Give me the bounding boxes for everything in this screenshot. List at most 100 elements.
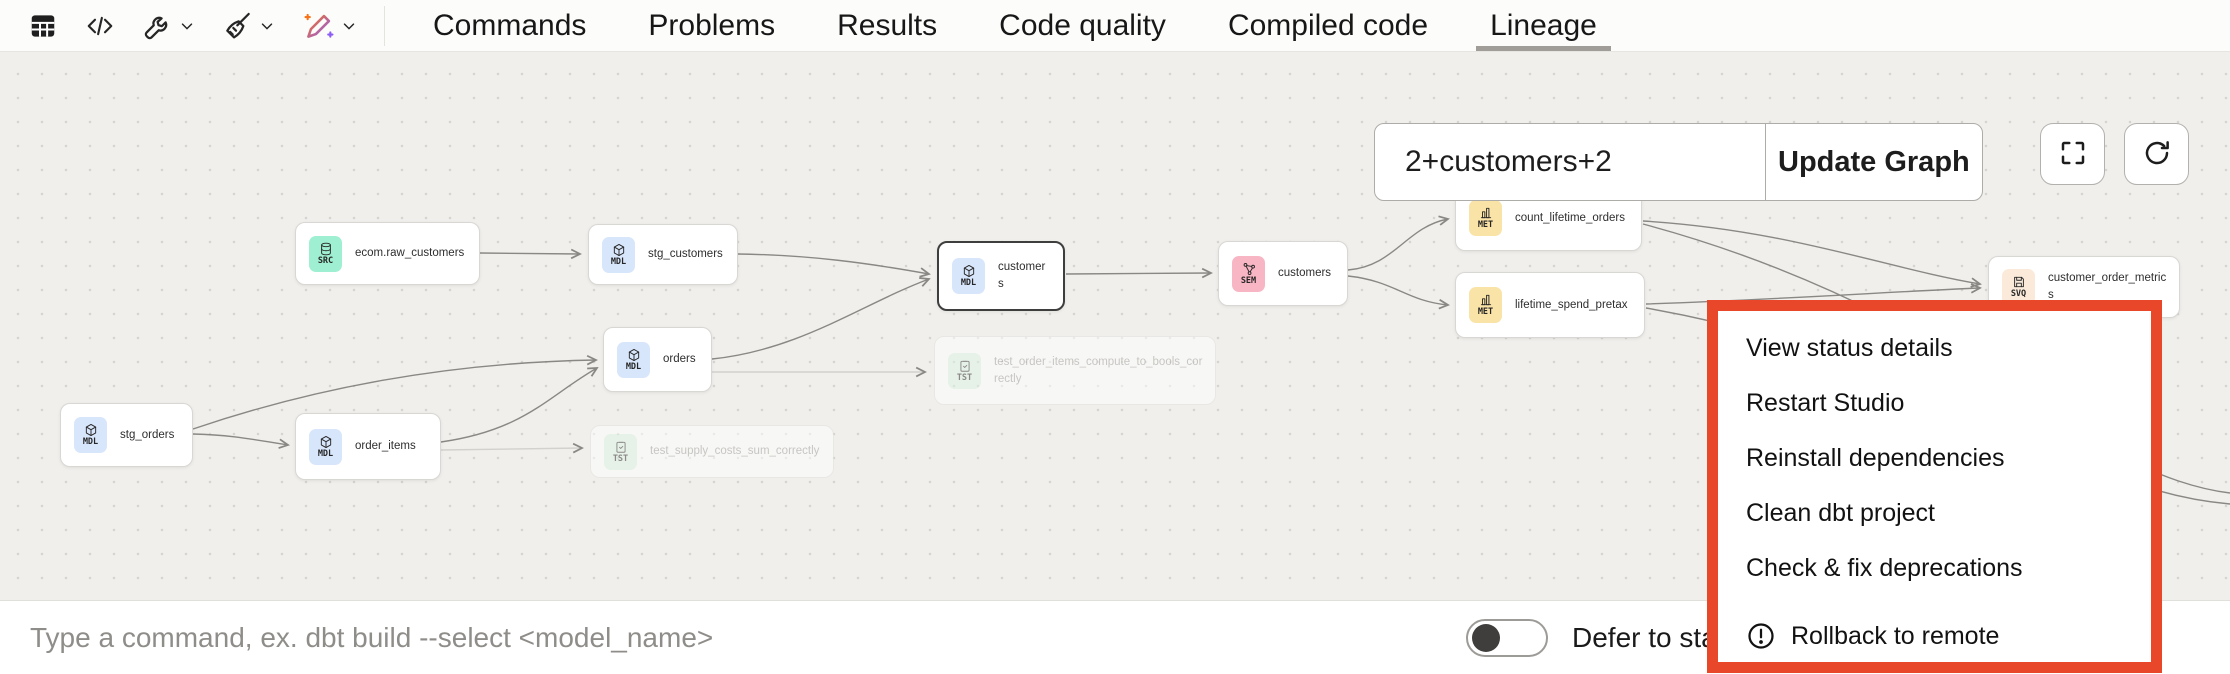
menu-item-check-fix-deprecations[interactable]: Check & fix deprecations (1718, 541, 2151, 596)
defer-label: Defer to sta (1572, 622, 1717, 653)
wrench-icon[interactable] (142, 10, 196, 42)
menu-item-reinstall-dependencies[interactable]: Reinstall dependencies (1718, 431, 2151, 486)
bar-chart-icon (1479, 293, 1493, 307)
lineage-node-lifetime_spend_pretax[interactable]: MET lifetime_spend_pretax (1455, 272, 1645, 338)
lineage-selector-input[interactable] (1375, 124, 1765, 200)
node-type-badge: SVQ (2002, 269, 2035, 305)
node-type-badge: MDL (309, 428, 342, 465)
refresh-icon (2142, 138, 2172, 171)
tab-results[interactable]: Results (837, 0, 937, 51)
badge-abbr: MDL (960, 278, 977, 289)
graph-selector-bar: Update Graph (1374, 123, 1983, 201)
node-type-badge: TST (604, 433, 637, 470)
node-type-badge: TST (948, 352, 981, 389)
node-type-badge: MET (1469, 200, 1502, 236)
lineage-node-customers_mdl[interactable]: MDL customers (937, 241, 1065, 311)
badge-abbr: SRC (317, 255, 334, 266)
node-label: customer_order_metrics (2048, 272, 2167, 301)
badge-abbr: SEM (1240, 275, 1257, 286)
lineage-node-orders[interactable]: MDL orders (603, 327, 712, 392)
chevron-down-icon (178, 17, 196, 35)
tab-problems[interactable]: Problems (648, 0, 775, 51)
edge-stg_customers-to-customers_mdl (737, 253, 929, 274)
node-label: test_order_items_compute_to_bools_correc… (994, 355, 1203, 385)
edge-customers_sem-to-count_lifetime_orders (1347, 219, 1448, 271)
badge-abbr: MDL (82, 437, 99, 448)
bar-chart-icon (1479, 206, 1493, 220)
node-label: stg_orders (120, 428, 175, 441)
node-label: orders (663, 353, 696, 366)
menu-item-clean-dbt-project[interactable]: Clean dbt project (1718, 486, 2151, 541)
cube-icon (612, 243, 626, 257)
node-type-badge: MDL (617, 341, 650, 378)
toolbar: Commands Problems Results Code quality Compi… (0, 0, 2230, 52)
tab-code-quality[interactable]: Code quality (999, 0, 1166, 51)
toggle-knob (1472, 624, 1500, 652)
node-type-badge: SRC (309, 235, 342, 272)
badge-abbr: MET (1477, 220, 1494, 231)
cube-icon (319, 435, 333, 449)
menu-item-view-status-details[interactable]: View status details (1718, 321, 2151, 376)
edge-raw_customers-to-stg_customers (479, 253, 580, 254)
defer-toggle[interactable] (1466, 619, 1548, 657)
clipboard-check-icon (614, 440, 628, 454)
command-input[interactable] (30, 601, 1410, 674)
lineage-node-raw_customers[interactable]: SRC ecom.raw_customers (295, 222, 480, 285)
edge-lifetime_spend_pretax-to-customer_order_metrics (1645, 288, 1980, 305)
badge-abbr: TST (612, 453, 629, 464)
cube-icon (84, 423, 98, 437)
fullscreen-icon (2058, 138, 2088, 171)
menu-item-label: Reinstall dependencies (1746, 444, 2005, 472)
lineage-node-test_order_items[interactable]: TST test_order_items_compute_to_bools_cor… (934, 336, 1216, 405)
clipboard-check-icon (958, 359, 972, 373)
toolbar-divider (384, 5, 385, 46)
node-label: customers (998, 261, 1046, 290)
cube-icon (627, 348, 641, 362)
menu-item-rollback-to-remote[interactable]: Rollback to remote (1718, 608, 2151, 664)
badge-abbr: MDL (317, 448, 334, 459)
menu-item-label: Restart Studio (1746, 389, 1905, 417)
edge-customers_mdl-to-customers_sem (1065, 273, 1211, 274)
node-type-badge: MET (1469, 287, 1502, 323)
node-label: count_lifetime_orders (1515, 211, 1625, 224)
tab-compiled-code[interactable]: Compiled code (1228, 0, 1428, 51)
node-type-badge: SEM (1232, 255, 1265, 292)
menu-item-label: Check & fix deprecations (1746, 554, 2023, 582)
badge-abbr: SVQ (2010, 289, 2027, 300)
cube-icon (962, 264, 976, 278)
tab-lineage[interactable]: Lineage (1476, 0, 1611, 51)
magic-pencil-icon[interactable] (302, 9, 358, 43)
database-icon (319, 242, 333, 256)
edge-stg_orders-to-order_items (192, 433, 288, 445)
menu-item-label: Rollback to remote (1791, 621, 2000, 650)
lineage-node-customers_sem[interactable]: SEM customers (1218, 241, 1348, 306)
badge-abbr: MDL (625, 361, 642, 372)
edge-stg_orders-to-orders (192, 360, 596, 430)
node-type-badge: MDL (74, 417, 107, 453)
edge-order_items-to-test_supply (440, 448, 582, 450)
tab-bar: Commands Problems Results Code quality Compi… (433, 0, 1611, 51)
toolbar-icon-group (0, 0, 358, 51)
node-label: ecom.raw_customers (355, 247, 465, 260)
tab-commands[interactable]: Commands (433, 0, 586, 51)
refresh-button[interactable] (2124, 123, 2189, 185)
share-network-icon (1242, 262, 1256, 276)
lineage-node-stg_orders[interactable]: MDL stg_orders (60, 403, 193, 467)
code-icon[interactable] (84, 11, 116, 41)
table-icon[interactable] (28, 11, 58, 41)
fullscreen-button[interactable] (2040, 123, 2105, 185)
menu-item-restart-studio[interactable]: Restart Studio (1718, 376, 2151, 431)
chevron-down-icon (258, 17, 276, 35)
node-label: customers (1278, 267, 1332, 280)
edge-count_lifetime_orders-to-customer_order_metrics (1642, 220, 1980, 284)
node-label: lifetime_spend_pretax (1515, 298, 1628, 311)
update-graph-button[interactable]: Update Graph (1764, 124, 1982, 200)
warning-circle-icon (1746, 621, 1776, 651)
defer-group: Defer to sta (1466, 601, 1717, 674)
broom-icon[interactable] (222, 10, 276, 42)
edge-order_items-to-orders (440, 368, 597, 443)
